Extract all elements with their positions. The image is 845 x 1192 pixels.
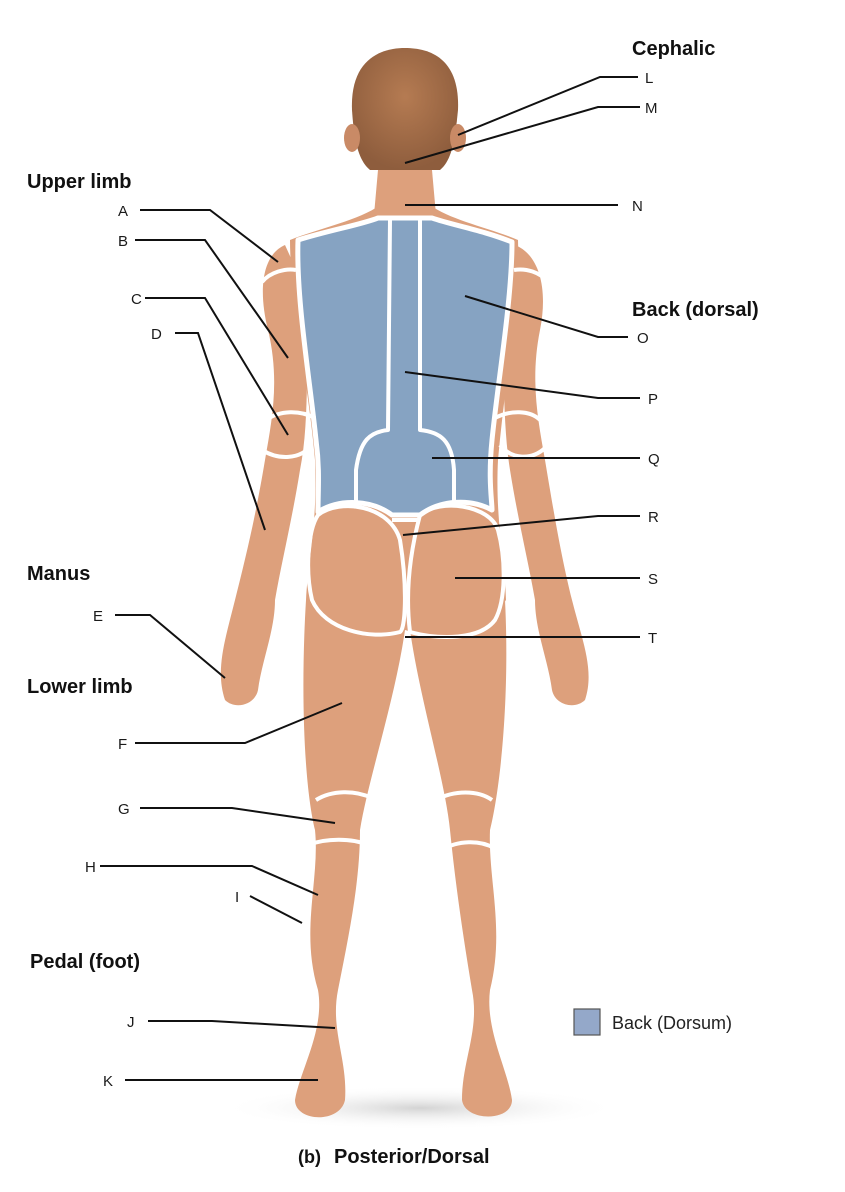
caption-prefix: (b) <box>298 1147 321 1167</box>
knee-band-left-bottom <box>307 837 369 847</box>
left-leg <box>295 600 405 1118</box>
caption-text: Posterior/Dorsal <box>334 1146 490 1168</box>
gluteal-left <box>306 504 407 637</box>
letter-H: H <box>85 859 96 876</box>
section-pedal: Pedal (foot) <box>30 951 140 973</box>
letter-B: B <box>118 233 129 250</box>
shoulder-band-right <box>513 267 550 284</box>
leader-H <box>100 865 319 896</box>
letter-S: S <box>648 571 659 588</box>
elbow-band-right-bottom <box>498 443 547 459</box>
letter-E: E <box>93 608 104 625</box>
left-ear <box>344 124 360 152</box>
letter-L: L <box>645 70 654 87</box>
letter-G: G <box>118 801 130 818</box>
knee-band-right-bottom <box>440 840 495 852</box>
leader-L <box>457 76 638 136</box>
vertebral-line-right <box>418 220 456 505</box>
letter-T: T <box>648 630 658 647</box>
vertebral-line-left <box>354 219 392 505</box>
letter-C: C <box>131 291 142 308</box>
legend: Back (Dorsum) <box>573 1008 732 1036</box>
letter-R: R <box>648 509 659 526</box>
section-lower-limb: Lower limb <box>27 676 133 698</box>
letter-Q: Q <box>648 451 660 468</box>
leader-B <box>135 239 289 359</box>
body-figure <box>220 48 589 1118</box>
legend-swatch <box>573 1008 601 1036</box>
letter-O: O <box>637 330 649 347</box>
letter-P: P <box>648 391 659 408</box>
letter-labels: A B C D E F G H I J K L M N O P Q R S T <box>85 70 660 1090</box>
leader-G <box>140 807 336 824</box>
back-region <box>295 215 515 518</box>
leader-R <box>402 515 640 536</box>
gluteal-right <box>406 503 506 639</box>
letter-A: A <box>118 203 129 220</box>
knee-band-right-top <box>435 790 494 802</box>
letter-F: F <box>118 736 128 753</box>
letter-D: D <box>151 326 162 343</box>
letter-K: K <box>103 1073 114 1090</box>
left-arm <box>220 245 310 706</box>
legend-label: Back (Dorsum) <box>612 1013 732 1033</box>
right-leg <box>410 600 512 1117</box>
shoulder-band-left <box>260 267 297 284</box>
leader-O <box>464 295 628 338</box>
leader-D <box>175 332 266 531</box>
leader-lines <box>100 76 640 1081</box>
right-arm <box>500 245 589 706</box>
letter-M: M <box>645 100 658 117</box>
letter-I: I <box>235 889 240 906</box>
section-back: Back (dorsal) <box>632 299 759 321</box>
leader-E <box>115 614 226 679</box>
neck <box>374 170 436 215</box>
leader-C <box>145 297 289 436</box>
leader-I <box>249 895 303 924</box>
figure-caption: (b) Posterior/Dorsal <box>298 1146 490 1168</box>
leader-J <box>148 1020 336 1029</box>
section-upper-limb: Upper limb <box>27 171 131 193</box>
elbow-band-left-top <box>264 410 316 422</box>
section-cephalic: Cephalic <box>632 38 715 60</box>
section-manus: Manus <box>27 563 90 585</box>
elbow-band-right-top <box>494 410 542 422</box>
knee-band-left-top <box>314 790 373 802</box>
leader-F <box>135 702 343 744</box>
leader-P <box>404 371 640 399</box>
hair <box>351 48 459 170</box>
elbow-band-left-bottom <box>260 443 314 459</box>
right-ear <box>450 124 466 152</box>
ground-shadow <box>220 1086 620 1130</box>
leader-A <box>140 209 279 263</box>
letter-J: J <box>127 1014 135 1031</box>
leader-M <box>404 106 640 164</box>
letter-N: N <box>632 198 643 215</box>
